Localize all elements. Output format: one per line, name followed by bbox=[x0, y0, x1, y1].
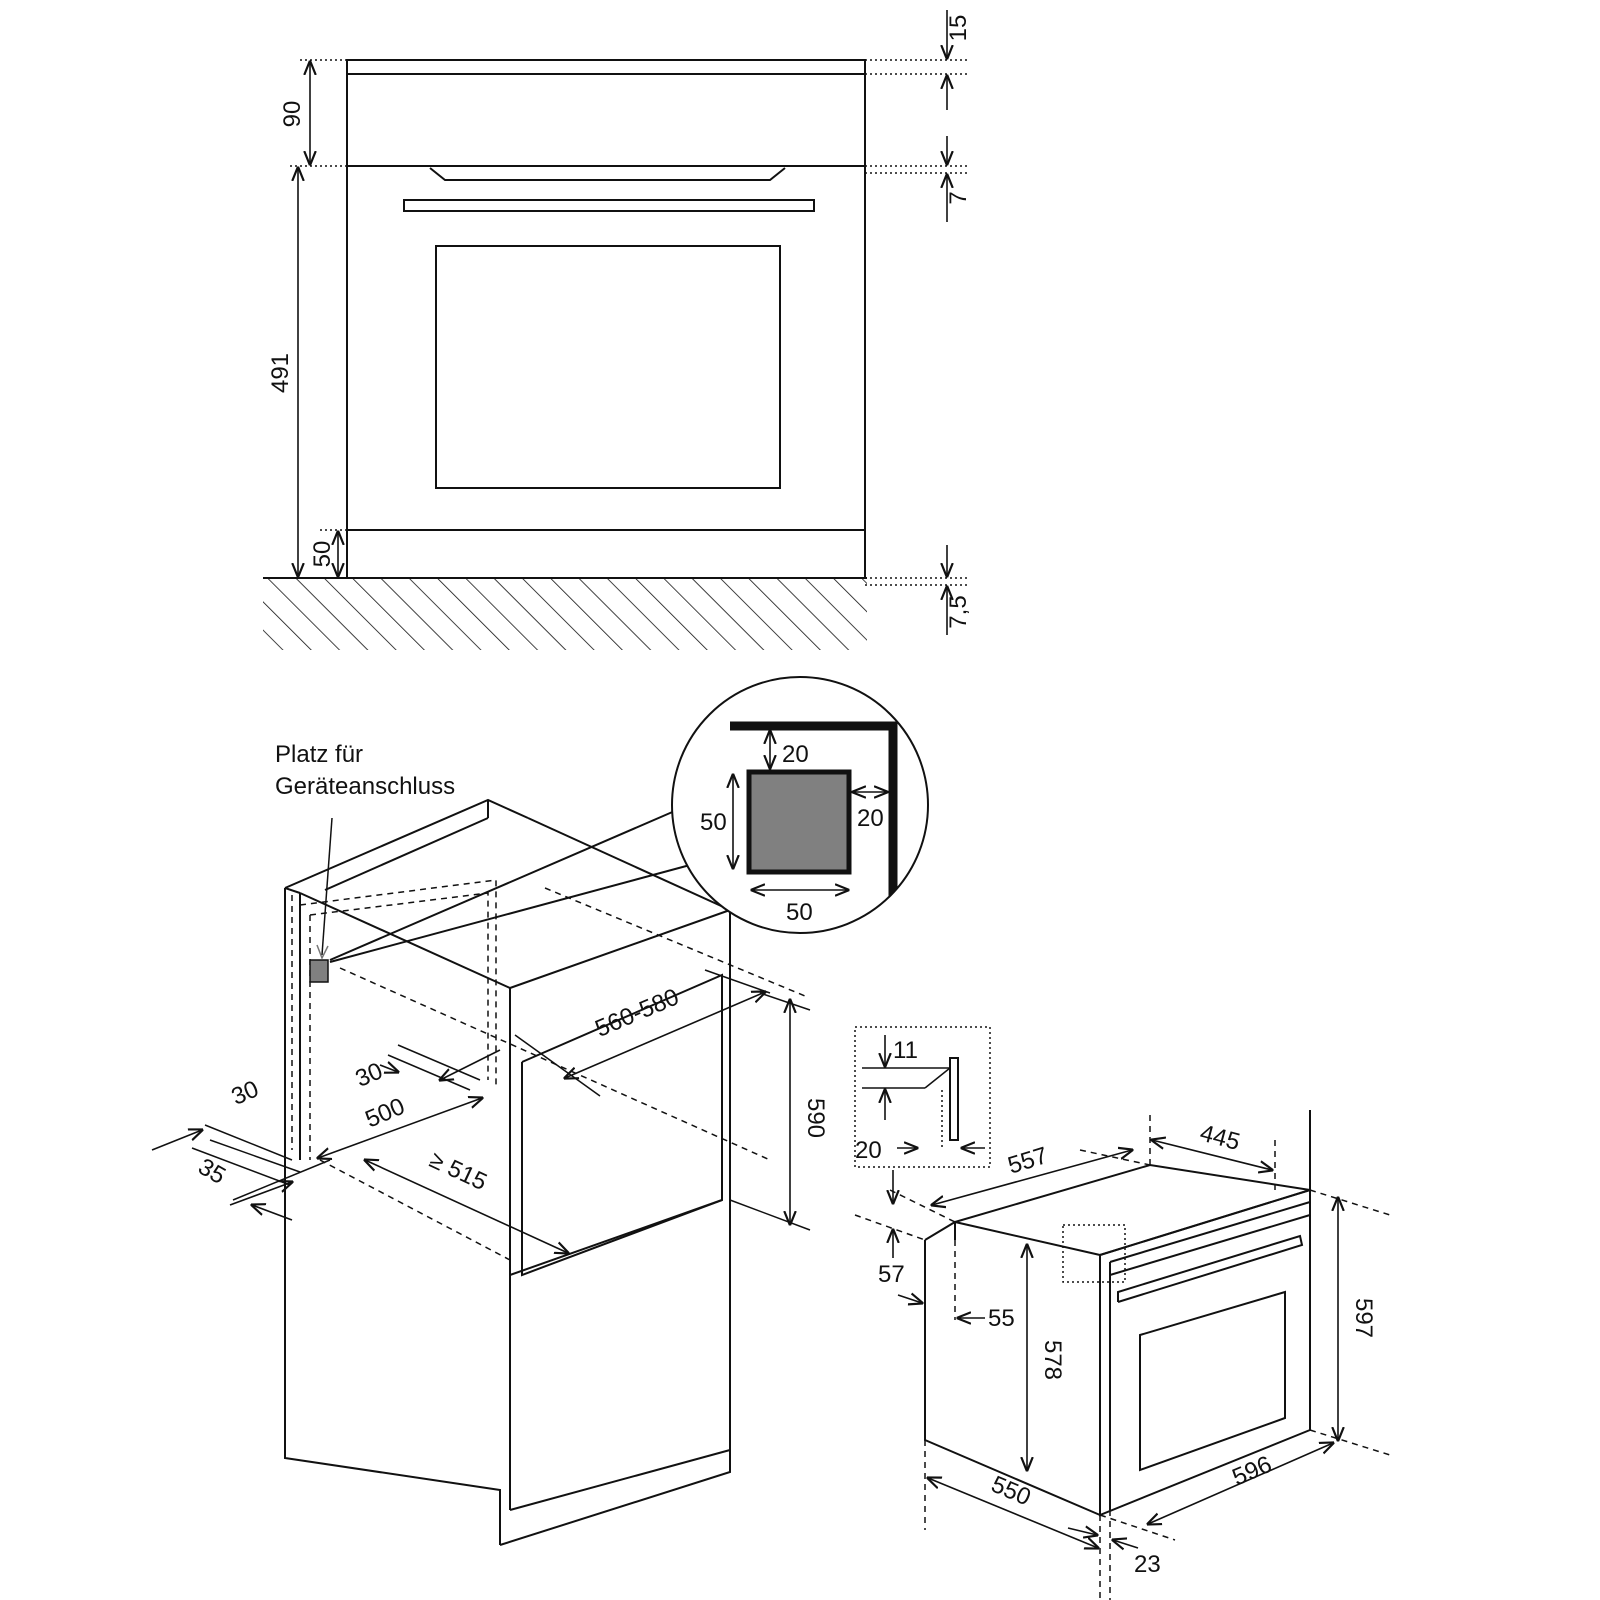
dim-15-label: 15 bbox=[945, 15, 972, 42]
dim-30-left-label: 30 bbox=[228, 1075, 263, 1110]
dim-500-line bbox=[318, 1098, 482, 1158]
oven-view: 11 20 557 bbox=[854, 1026, 1391, 1600]
control-panel bbox=[346, 73, 866, 167]
detail-circle: 20 20 50 50 bbox=[671, 676, 929, 934]
label-leader bbox=[321, 817, 333, 956]
dim-20-label: 20 bbox=[855, 1137, 882, 1164]
cabinet-front-top bbox=[299, 892, 731, 990]
dim-7-label: 7 bbox=[945, 191, 972, 204]
dim-90-label: 90 bbox=[279, 101, 306, 128]
dim-590-label: 590 bbox=[802, 1098, 829, 1138]
oven-iso-window bbox=[1139, 1290, 1286, 1472]
detail-right-label: 20 bbox=[857, 805, 884, 832]
connection-label-line2: Geräteanschluss bbox=[275, 773, 455, 800]
cabinet-corner bbox=[730, 721, 898, 905]
oven-top-back-edge bbox=[954, 1163, 1311, 1223]
dim-515-label: ≥ 515 bbox=[425, 1146, 491, 1196]
dim-30-upper-label: 30 bbox=[352, 1057, 387, 1092]
dim-75-label: 7,5 bbox=[945, 595, 972, 628]
dim-445-line bbox=[1152, 1140, 1272, 1170]
detail-top-label: 20 bbox=[782, 741, 809, 768]
dim-445-label: 445 bbox=[1197, 1120, 1243, 1156]
callout-line-lower bbox=[329, 864, 691, 963]
dim-557-line bbox=[932, 1150, 1132, 1205]
dim-55-label: 55 bbox=[988, 1305, 1015, 1332]
dim-491-label: 491 bbox=[267, 353, 294, 393]
dim-57-label: 57 bbox=[878, 1261, 905, 1288]
detail-height-label: 50 bbox=[700, 809, 727, 836]
oven-handle bbox=[1117, 1234, 1304, 1303]
dim-23-label: 23 bbox=[1134, 1551, 1161, 1578]
cabinet-top-edge bbox=[284, 798, 529, 889]
handle-recess bbox=[429, 167, 786, 181]
dim-560-580-line bbox=[565, 992, 765, 1078]
dim-35-label: 35 bbox=[193, 1153, 230, 1190]
dim-11-label: 11 bbox=[893, 1037, 918, 1064]
plinth bbox=[346, 529, 866, 579]
detail-box bbox=[746, 769, 852, 875]
callout-line-upper bbox=[329, 809, 678, 961]
detail-width-label: 50 bbox=[786, 899, 813, 926]
dim-596-label: 596 bbox=[1228, 1451, 1275, 1492]
dim-597-label: 597 bbox=[1350, 1298, 1377, 1338]
cabinet-left-side bbox=[284, 888, 501, 1545]
dim-596-line bbox=[1148, 1443, 1333, 1524]
oven-top-front-edge bbox=[924, 1220, 1101, 1256]
top-trim bbox=[346, 59, 866, 75]
oven-window bbox=[435, 245, 781, 489]
oven-door bbox=[346, 165, 866, 531]
profile-detail-box bbox=[854, 1026, 991, 1168]
front-view: 90 491 50 15 7 7,5 bbox=[263, 10, 972, 650]
connection-box bbox=[309, 959, 329, 983]
floor-hatch bbox=[263, 578, 867, 650]
cabinet-view: Platz für Geräteanschluss 560-580 590 30… bbox=[151, 741, 829, 1546]
dim-550-line bbox=[928, 1478, 1098, 1548]
dim-578-label: 578 bbox=[1039, 1340, 1066, 1380]
door-handle bbox=[403, 199, 815, 212]
dim-515-line bbox=[365, 1160, 568, 1253]
profile-callout-box bbox=[1062, 1224, 1126, 1283]
connection-label-line1: Platz für bbox=[275, 741, 363, 768]
dim-50-label: 50 bbox=[309, 541, 336, 568]
